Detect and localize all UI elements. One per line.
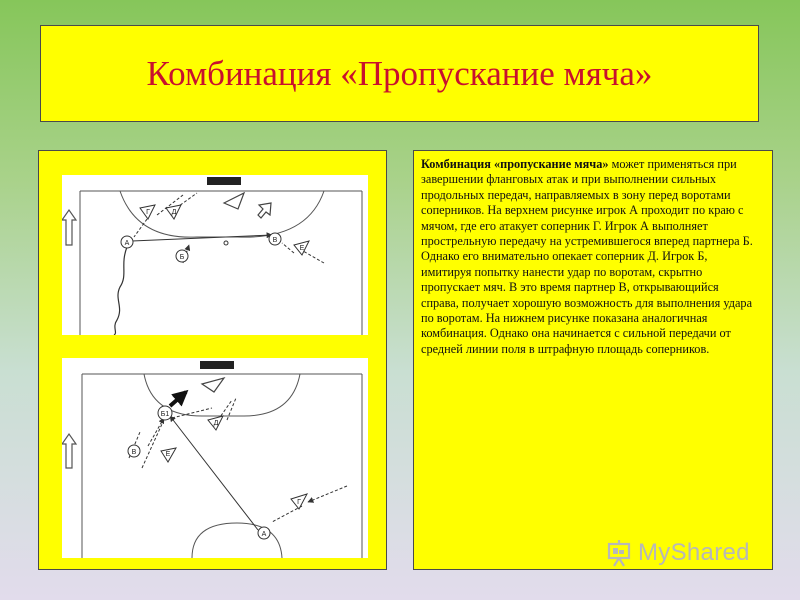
field-lines bbox=[79, 190, 363, 335]
svg-text:Б1: Б1 bbox=[161, 411, 170, 418]
description-text: Комбинация «пропускание мяча» может прим… bbox=[421, 157, 757, 357]
svg-text:Г: Г bbox=[297, 499, 301, 506]
slide-title: Комбинация «Пропускание мяча» bbox=[146, 54, 653, 93]
direction-arrow-icon bbox=[62, 208, 78, 246]
svg-text:Е: Е bbox=[166, 451, 171, 458]
player-a: А bbox=[120, 235, 134, 249]
description-panel: Комбинация «пропускание мяча» может прим… bbox=[413, 150, 773, 570]
presentation-board-icon bbox=[607, 540, 631, 567]
player-d: Д bbox=[207, 415, 224, 431]
diagram-top: Г Д А Б В bbox=[62, 175, 368, 335]
svg-text:А: А bbox=[262, 531, 267, 538]
goalkeeper-marker bbox=[222, 191, 246, 210]
direction-arrow-icon bbox=[62, 432, 78, 469]
svg-text:В: В bbox=[273, 237, 278, 244]
player-e: Е bbox=[293, 240, 310, 256]
diagram-panel: Г Д А Б В bbox=[38, 150, 387, 570]
svg-text:Е: Е bbox=[300, 245, 305, 252]
diagram-bottom-svg: Б1 Д В Е Г bbox=[62, 361, 363, 558]
description-body: может применяться при завершении флангов… bbox=[421, 157, 753, 356]
player-b: Б bbox=[175, 249, 189, 263]
player-g: Г bbox=[290, 493, 309, 510]
player-v: В bbox=[127, 444, 141, 458]
svg-text:Д: Д bbox=[172, 209, 177, 216]
field-lines bbox=[81, 373, 363, 558]
goal bbox=[207, 177, 241, 185]
shot-arrow-icon bbox=[257, 202, 272, 219]
watermark: MyShared bbox=[606, 533, 750, 573]
diagram-bottom: Б1 Д В Е Г bbox=[62, 358, 368, 558]
title-box: Комбинация «Пропускание мяча» bbox=[40, 25, 759, 122]
svg-text:Д: Д bbox=[214, 420, 219, 427]
player-e: Е bbox=[160, 447, 177, 463]
svg-text:А: А bbox=[125, 240, 130, 247]
player-g: Г bbox=[139, 204, 156, 220]
goalkeeper-marker bbox=[200, 376, 226, 393]
goal bbox=[200, 361, 234, 369]
player-v: В bbox=[268, 232, 282, 246]
svg-text:Г: Г bbox=[146, 209, 150, 216]
player-b1: Б1 bbox=[157, 405, 173, 421]
watermark-text: MyShared bbox=[638, 539, 750, 566]
player-d: Д bbox=[165, 204, 182, 220]
description-lead: Комбинация «пропускание мяча» bbox=[421, 157, 609, 171]
svg-text:Б: Б bbox=[180, 254, 185, 261]
shot-arrow bbox=[168, 389, 189, 408]
player-a: А bbox=[257, 526, 271, 540]
svg-text:В: В bbox=[132, 449, 137, 456]
diagram-top-svg: Г Д А Б В bbox=[62, 177, 363, 335]
